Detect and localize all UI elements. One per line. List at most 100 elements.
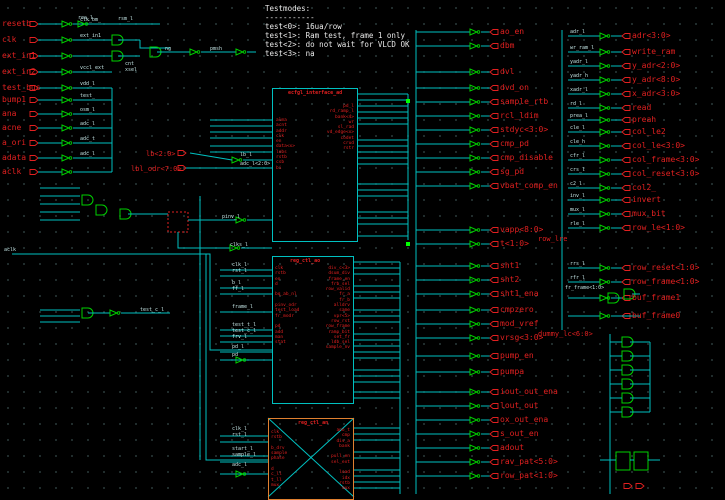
inverter-bubble	[606, 186, 611, 190]
net-label: ng	[165, 46, 172, 52]
output-pin	[621, 295, 631, 301]
wire	[177, 232, 230, 249]
block-reg-ctl-ao-left-ports: clk rstb en d bq_ab_nl pinv_odr test_loa…	[275, 266, 300, 346]
inverter-bubble	[84, 22, 89, 26]
net-label: rd_l	[570, 101, 583, 107]
testmodes-rule: -----------	[265, 13, 315, 22]
buffer-gate	[599, 210, 609, 218]
output-pin	[489, 445, 499, 451]
output-pin-label: ox_out_ena	[500, 415, 549, 424]
output-pin-label: buf_frame0	[632, 311, 681, 320]
inverter-bubble	[606, 144, 611, 148]
output-pin-label: write_ram	[632, 47, 676, 56]
input-buffer	[61, 84, 71, 92]
inverter-bubble	[68, 98, 73, 102]
output-pin-label: dvl	[500, 67, 515, 76]
output-pin	[621, 143, 631, 149]
output-pin-label: vrsg<3:0>	[500, 333, 544, 342]
and-gate	[119, 208, 132, 220]
inverter-bubble	[68, 38, 73, 42]
inverter-bubble	[476, 432, 481, 436]
inverter-bubble	[476, 30, 481, 34]
net-label: pmsh	[210, 46, 223, 52]
output-pin	[489, 29, 499, 35]
output-pin	[489, 335, 499, 341]
output-pin	[489, 431, 499, 437]
buffer-gate	[109, 309, 119, 317]
inverter-bubble	[236, 246, 241, 250]
output-pin-label: col_le2	[632, 127, 666, 136]
block-reg-ctl-ao[interactable]	[272, 256, 354, 404]
inverter-bubble	[606, 266, 611, 270]
output-pin-label: col2_	[632, 183, 657, 192]
buffer-gate	[469, 458, 479, 466]
output-pin-label: cmpzero	[500, 305, 534, 314]
inverter-bubble	[196, 50, 201, 54]
net-label: ff_l	[232, 286, 245, 292]
output-pin-label: dbm	[500, 41, 515, 50]
block-reg-ctl-ao-name: reg_ctl_ao	[290, 258, 321, 264]
net-label: adc_l	[80, 121, 96, 127]
output-pin	[489, 417, 499, 423]
buffer-gate	[469, 334, 479, 342]
net-label: prea_l	[570, 113, 589, 119]
buffer-gate	[469, 168, 479, 176]
inverter-bubble	[476, 446, 481, 450]
buffer-gate	[469, 352, 479, 360]
buffer-gate	[469, 388, 479, 396]
inverter-bubble	[476, 322, 481, 326]
input-pin-label: test_bus	[2, 83, 41, 92]
net-label: rst_l	[232, 432, 248, 438]
output-pin-label: t<1:0>	[500, 239, 529, 248]
block-interface-name: ecfgl_interface_ad	[288, 90, 343, 96]
output-pin-label: preah	[632, 115, 657, 124]
block-reg-ctl-an-name: reg_ctl_an	[298, 420, 329, 426]
net-label: cfr_l	[570, 153, 586, 159]
buffer-gate	[231, 156, 241, 164]
output-pin-label: row_pat<1:0>	[500, 471, 558, 480]
input-buffer	[61, 139, 71, 147]
net-label: test_c_l	[232, 328, 257, 334]
input-pin	[623, 483, 633, 489]
buffer-gate	[469, 290, 479, 298]
inverter-bubble	[606, 280, 611, 284]
buffer-gate	[189, 48, 199, 56]
block-interface[interactable]	[272, 88, 358, 242]
net-label: adc_t	[80, 136, 96, 142]
output-pin	[621, 63, 631, 69]
input-pin	[635, 483, 645, 489]
buffer-gate	[469, 320, 479, 328]
output-pin-label: row_reset<1:0>	[632, 263, 700, 272]
output-pin	[489, 183, 499, 189]
output-pin-label: rcl_ldim	[500, 111, 539, 120]
and-gate	[607, 292, 620, 304]
output-pin	[621, 225, 631, 231]
testmodes-line-2: test<2>: do not wait for VLCD OK	[265, 40, 410, 49]
buffer-gate	[599, 116, 609, 124]
buffer-gate	[469, 84, 479, 92]
net-label: crs_l	[570, 167, 586, 173]
input-pin-label: ext_in2	[2, 67, 36, 76]
testmodes-line-1: test<1>: Ram test, frame 1 only	[265, 31, 405, 40]
inverter-bubble	[606, 226, 611, 230]
output-pin	[489, 277, 499, 283]
output-pin-label: read	[632, 103, 652, 112]
inverter-bubble	[476, 228, 481, 232]
output-pin	[621, 157, 631, 163]
net-label: test_t_l	[232, 322, 257, 328]
output-pin	[489, 353, 499, 359]
output-pin-label: y_adr<8:0>	[632, 75, 681, 84]
inverter-bubble	[68, 112, 73, 116]
output-pin-label: rav_pat<5:0>	[500, 457, 558, 466]
output-pin	[489, 127, 499, 133]
mid-input-label: lb<2:0>	[146, 150, 176, 158]
buffer-gate	[599, 76, 609, 84]
output-pin	[489, 155, 499, 161]
block-reg-ctl-an-left-ports: clk rstb b_drv sample phase d c_ll t_ll …	[271, 430, 288, 488]
output-pin	[489, 113, 499, 119]
output-pin-label: sg_pd	[500, 167, 525, 176]
buffer-gate	[599, 32, 609, 40]
output-pin	[621, 77, 631, 83]
input-buffer	[61, 36, 71, 44]
